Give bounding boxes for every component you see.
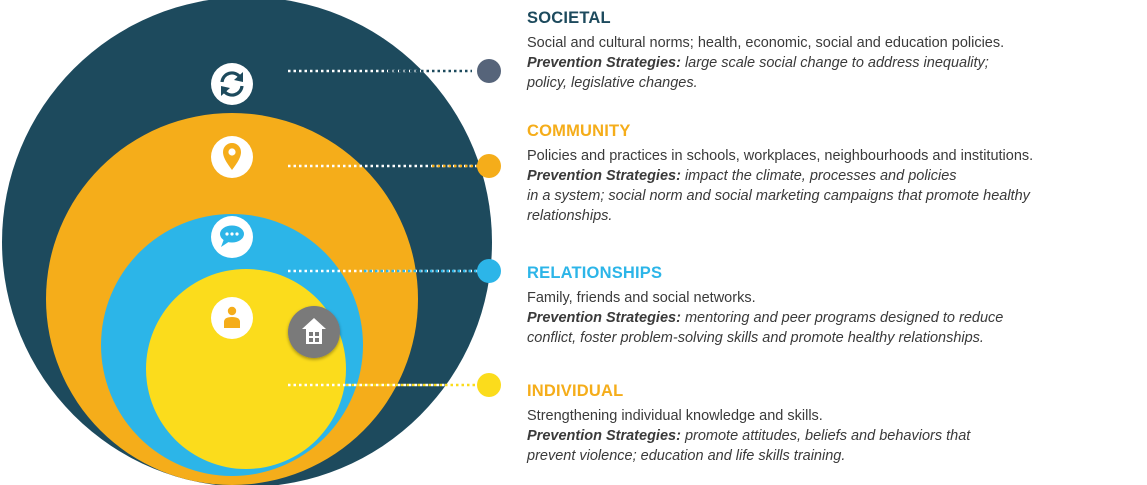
strategy-label: Prevention Strategies:	[527, 168, 681, 184]
relationships-marker	[477, 259, 501, 283]
chat-bubble-icon	[211, 216, 253, 258]
level-description-individual: Strengthening individual knowledge and s…	[527, 408, 823, 424]
strategy-line-relationships-2: conflict, foster problem-solving skills …	[527, 330, 984, 346]
strategy-line-community-2: in a system; social norm and social mark…	[527, 188, 1030, 204]
individual-marker	[477, 373, 501, 397]
strategy-label: Prevention Strategies:	[527, 55, 681, 71]
strategy-line-individual-1: Prevention Strategies: promote attitudes…	[527, 426, 970, 446]
level-description-community: Policies and practices in schools, workp…	[527, 148, 1034, 164]
societal-marker	[477, 59, 501, 83]
strategy-line-community-1: Prevention Strategies: impact the climat…	[527, 166, 1033, 186]
strategy-line-societal-1: Prevention Strategies: large scale socia…	[527, 53, 1004, 73]
level-title-community: COMMUNITY	[527, 122, 631, 140]
community-marker	[477, 154, 501, 178]
level-description-societal: Social and cultural norms; health, econo…	[527, 35, 1005, 51]
level-title-relationships: RELATIONSHIPS	[527, 264, 663, 282]
strategy-text: promote attitudes, beliefs and behaviors…	[684, 428, 971, 444]
person-icon	[211, 297, 253, 339]
strategy-text: mentoring and peer programs designed to …	[684, 310, 1004, 326]
strategy-line-individual-2: prevent violence; education and life ski…	[527, 448, 846, 464]
strategy-line-relationships-1: Prevention Strategies: mentoring and pee…	[527, 308, 1003, 328]
level-title-individual: INDIVIDUAL	[527, 382, 624, 400]
level-description-relationships: Family, friends and social networks.	[527, 290, 756, 306]
individual-circle	[146, 269, 346, 469]
strategy-label: Prevention Strategies:	[527, 428, 681, 444]
level-societal: SOCIETAL Social and cultural norms; heal…	[527, 8, 1004, 93]
strategy-text: impact the climate, processes and polici…	[684, 168, 957, 184]
strategy-label: Prevention Strategies:	[527, 310, 681, 326]
level-strategy-societal: Prevention Strategies: large scale socia…	[527, 53, 1004, 93]
refresh-icon	[211, 63, 253, 105]
level-individual: INDIVIDUAL Strengthening individual know…	[527, 381, 970, 466]
level-community: COMMUNITY Policies and practices in scho…	[527, 121, 1033, 226]
strategy-text: large scale social change to address ine…	[684, 55, 989, 71]
level-title-societal: SOCIETAL	[527, 9, 611, 27]
location-pin-icon	[211, 136, 253, 178]
strategy-line-societal-2: policy, legislative changes.	[527, 75, 698, 91]
level-strategy-relationships: Prevention Strategies: mentoring and pee…	[527, 308, 1003, 348]
house-icon	[288, 306, 340, 358]
level-strategy-community: Prevention Strategies: impact the climat…	[527, 166, 1033, 226]
level-relationships: RELATIONSHIPS Family, friends and social…	[527, 263, 1003, 348]
level-strategy-individual: Prevention Strategies: promote attitudes…	[527, 426, 970, 466]
strategy-line-community-3: relationships.	[527, 208, 613, 224]
